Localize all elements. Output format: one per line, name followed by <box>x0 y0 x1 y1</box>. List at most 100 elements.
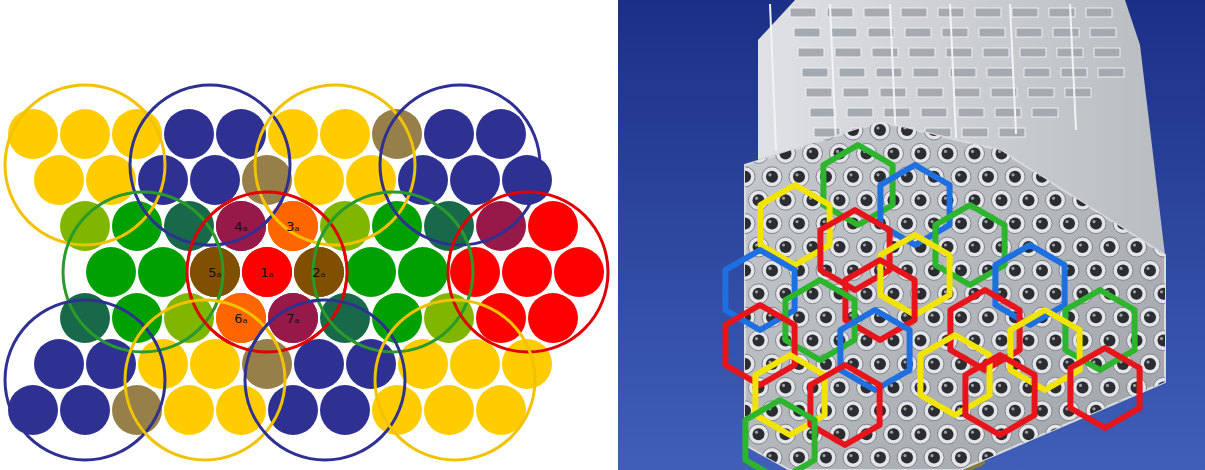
hole <box>1023 194 1035 206</box>
hole-ring <box>1127 424 1147 444</box>
slot <box>1012 8 1038 17</box>
hole <box>1144 171 1156 183</box>
hole-array <box>735 120 1201 470</box>
cluster-outline <box>189 246 223 298</box>
hole-ring <box>897 448 917 468</box>
slot <box>810 108 836 117</box>
hole-ring <box>857 190 877 210</box>
hole-glint <box>1025 150 1028 153</box>
hole-ring <box>1005 167 1025 187</box>
hole <box>861 194 873 206</box>
hole <box>1023 147 1035 159</box>
hole-glint <box>1025 290 1028 293</box>
cluster-outline <box>267 300 319 344</box>
hole-ring <box>1059 167 1079 187</box>
hole <box>942 147 954 159</box>
hole <box>766 452 778 464</box>
hole-ring <box>897 401 917 421</box>
hole-ring <box>1073 190 1093 210</box>
hole-glint <box>768 173 771 176</box>
hole <box>1009 452 1021 464</box>
hole-ring <box>1167 260 1187 280</box>
hole-ring <box>843 448 863 468</box>
hole-ring <box>1032 354 1052 374</box>
slot <box>995 108 1021 117</box>
hole-glint <box>1187 197 1190 200</box>
hole-glint <box>1038 126 1041 129</box>
hole-glint <box>1187 337 1190 340</box>
slot <box>1094 48 1120 57</box>
hole <box>766 124 778 136</box>
machined-slots <box>770 4 1124 150</box>
hole-glint <box>755 150 758 153</box>
hole-glint <box>998 243 1001 246</box>
hole-glint <box>957 314 960 317</box>
hole-ring <box>843 167 863 187</box>
hole <box>969 428 981 440</box>
hole <box>1158 428 1170 440</box>
hole-glint <box>971 337 974 340</box>
hole <box>847 124 859 136</box>
hole <box>1144 311 1156 323</box>
hole-glint <box>1187 243 1190 246</box>
hole <box>1077 381 1089 393</box>
hole <box>753 288 765 300</box>
cell-circle <box>372 201 422 251</box>
cell-circle <box>398 247 448 297</box>
hole-glint <box>1052 197 1055 200</box>
hole-ring <box>1032 448 1052 468</box>
slot <box>1086 8 1112 17</box>
hole <box>1171 124 1183 136</box>
hole <box>739 264 751 276</box>
numbered-cell: 3ₐ <box>267 200 319 252</box>
hole-ring <box>1113 167 1133 187</box>
hole-ring <box>951 120 971 140</box>
hole-glint <box>984 126 987 129</box>
hole-glint <box>930 267 933 270</box>
cell-circle <box>268 385 318 435</box>
hole-glint <box>768 126 771 129</box>
hole-glint <box>1173 314 1176 317</box>
hole <box>1009 218 1021 230</box>
hole-ring <box>1140 120 1160 140</box>
hole <box>1158 147 1170 159</box>
hole-glint <box>1133 431 1136 434</box>
slot <box>790 8 816 17</box>
hole-ring <box>1154 424 1174 444</box>
hole-ring <box>1181 143 1201 163</box>
hole-ring <box>1127 284 1147 304</box>
slot <box>1065 88 1091 97</box>
hole <box>942 428 954 440</box>
hole-ring <box>1154 377 1174 397</box>
hole-ring <box>1032 167 1052 187</box>
hole-ring <box>1154 237 1174 257</box>
hole-glint <box>998 150 1001 153</box>
slot <box>1024 68 1050 77</box>
hole-glint <box>782 290 785 293</box>
hole <box>1077 194 1089 206</box>
hole <box>1009 405 1021 417</box>
hole <box>1063 124 1075 136</box>
callout-number: 7ₐ <box>267 292 319 344</box>
hole-ring <box>911 143 931 163</box>
cluster-outline <box>245 300 405 460</box>
hole <box>1090 264 1102 276</box>
hole <box>888 428 900 440</box>
hole-glint <box>1160 243 1163 246</box>
cell-group <box>8 109 604 435</box>
hole-ring <box>1073 237 1093 257</box>
slot <box>958 108 984 117</box>
hole <box>1171 311 1183 323</box>
hole-ring <box>1181 190 1201 210</box>
hole <box>807 147 819 159</box>
hole-glint <box>1173 360 1176 363</box>
hole-glint <box>809 290 812 293</box>
hole-glint <box>1160 337 1163 340</box>
hole <box>1171 452 1183 464</box>
hole <box>1131 288 1143 300</box>
hole-glint <box>1146 407 1149 410</box>
hole <box>1185 428 1197 440</box>
hole-glint <box>1038 267 1041 270</box>
hole <box>1117 264 1129 276</box>
